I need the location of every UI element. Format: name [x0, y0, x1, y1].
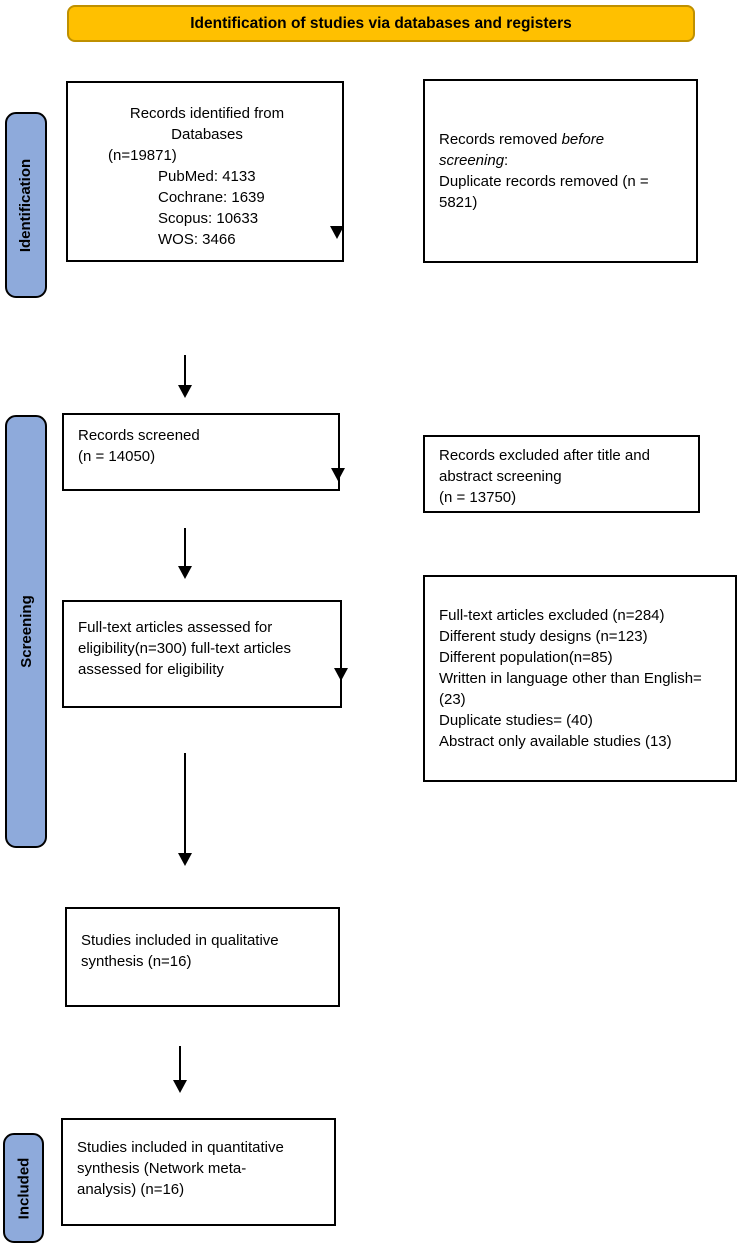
arrow-fulltext-to-qualitative-head — [178, 853, 192, 866]
records-removed-line1: Records removed before — [439, 129, 686, 150]
phase-label-screening: Screening — [5, 415, 47, 848]
records-removed-line2-italic: screening — [439, 152, 505, 169]
source-cochrane: Cochrane: 1639 — [158, 189, 265, 206]
phase-label-identification-text: Identification — [17, 158, 35, 252]
arrow-identified-to-screened-head — [178, 385, 192, 398]
box-fulltext-excluded: Full-text articles excluded (n=284) Diff… — [423, 575, 737, 782]
records-removed-line3: Duplicate records removed (n = — [439, 173, 649, 190]
records-identified-count: (n=19871) — [108, 147, 177, 164]
fulltext-excluded-line1: Full-text articles excluded (n=284) — [439, 607, 665, 624]
box-records-excluded: Records excluded after title and abstrac… — [423, 435, 700, 513]
phase-label-included-text: Included — [15, 1157, 33, 1219]
records-removed-line2: screening: — [439, 150, 686, 171]
quantitative-line3: analysis) (n=16) — [77, 1181, 185, 1198]
records-screened-line1: Records screened — [78, 427, 200, 444]
phase-label-included: Included — [3, 1133, 44, 1243]
records-screened-line2: (n = 14050) — [78, 448, 156, 465]
records-excluded-line3: (n = 13750) — [439, 489, 517, 506]
source-scopus: Scopus: 10633 — [158, 210, 259, 227]
phase-label-identification: Identification — [5, 112, 47, 298]
diagram-title: Identification of studies via databases … — [190, 14, 572, 32]
fulltext-excluded-line7: Abstract only available studies (13) — [439, 733, 672, 750]
source-pubmed: PubMed: 4133 — [158, 168, 256, 185]
arrow-screened-to-fulltext-stem — [184, 528, 186, 567]
box-records-removed: Records removed before screening: Duplic… — [423, 79, 698, 263]
box-fulltext-assessed: Full-text articles assessed for eligibil… — [62, 600, 342, 708]
quantitative-line2: synthesis (Network meta- — [77, 1160, 247, 1177]
records-identified-line1: Records identified from — [129, 105, 285, 122]
records-removed-line4: 5821) — [439, 194, 478, 211]
qualitative-line1: Studies included in qualitative — [81, 932, 279, 949]
box-records-identified: Records identified from Databases (n=198… — [66, 81, 344, 262]
quantitative-line1: Studies included in quantitative — [77, 1139, 284, 1156]
fulltext-excluded-line4: Written in language other than English= — [439, 670, 702, 687]
fulltext-assessed-line1: Full-text articles assessed for — [78, 619, 273, 636]
records-excluded-line1: Records excluded after title and — [439, 447, 650, 464]
arrow-fulltext-to-qualitative-stem — [184, 753, 186, 854]
source-wos: WOS: 3466 — [158, 231, 236, 248]
fulltext-excluded-line5: (23) — [439, 691, 466, 708]
records-removed-line2-post: : — [504, 152, 509, 169]
box-qualitative-synthesis: Studies included in qualitative synthesi… — [65, 907, 340, 1007]
arrow-qualitative-to-quantitative-head — [173, 1080, 187, 1093]
arrow-screened-to-fulltext-head — [178, 566, 192, 579]
phase-label-screening-text: Screening — [17, 595, 35, 668]
box-records-screened: Records screened (n = 14050) — [62, 413, 340, 491]
records-identified-line2: Databases — [171, 126, 243, 143]
fulltext-excluded-line6: Duplicate studies= (40) — [439, 712, 593, 729]
arrowhead-records-excluded-connector — [331, 468, 345, 481]
arrow-qualitative-to-quantitative-stem — [179, 1046, 181, 1081]
arrowhead-fulltext-excluded-connector — [334, 668, 348, 681]
diagram-title-banner: Identification of studies via databases … — [67, 5, 695, 42]
records-excluded-line2: abstract screening — [439, 468, 562, 485]
arrowhead-records-removed-connector — [330, 226, 344, 239]
box-quantitative-synthesis: Studies included in quantitative synthes… — [61, 1118, 336, 1226]
records-removed-line1-italic: before — [561, 131, 605, 148]
arrow-identified-to-screened-stem — [184, 355, 186, 386]
records-removed-line1-pre: Records removed — [439, 131, 562, 148]
fulltext-excluded-line3: Different population(n=85) — [439, 649, 613, 666]
qualitative-line2: synthesis (n=16) — [81, 953, 192, 970]
fulltext-excluded-line2: Different study designs (n=123) — [439, 628, 648, 645]
fulltext-assessed-line2: eligibility(n=300) full-text articles — [78, 640, 292, 657]
fulltext-assessed-line3: assessed for eligibility — [78, 661, 224, 678]
